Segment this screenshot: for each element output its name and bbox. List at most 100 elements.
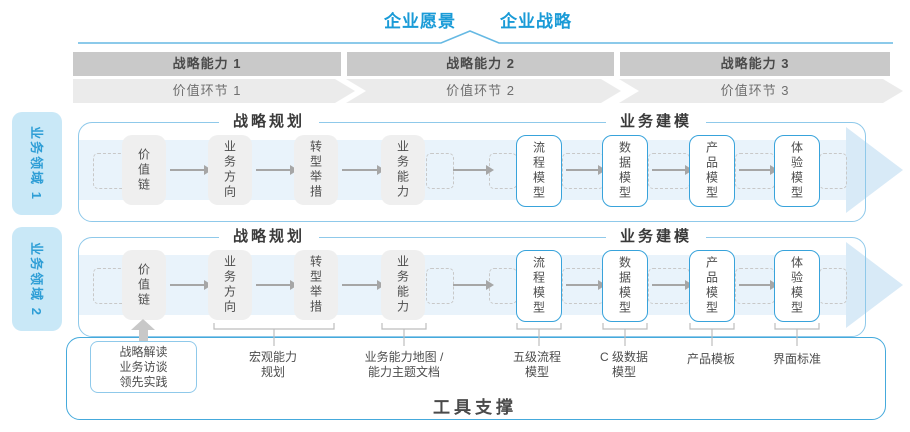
domain-label-1: 业务领域 1 — [12, 112, 62, 215]
box-value-chain: 价值链 — [122, 250, 166, 320]
arrow-icon — [256, 165, 298, 175]
callout-line: 业务能力地图 / — [364, 350, 444, 364]
box-label: 业务能力 — [395, 255, 410, 315]
arrow-icon — [652, 280, 693, 290]
box-label: 产品模型 — [704, 141, 719, 201]
box-label: 转型举措 — [308, 140, 323, 200]
ghost-box — [426, 153, 454, 189]
pointer-line — [78, 30, 893, 44]
tool-support-container — [66, 337, 886, 420]
box-label: 价值链 — [136, 147, 151, 193]
domain-1-container — [78, 122, 866, 222]
callout-line: 能力主题文档 — [367, 365, 440, 379]
brace-icon — [602, 323, 648, 346]
callout-line: 规划 — [260, 365, 285, 379]
vision-title: 企业愿景 — [384, 12, 456, 31]
arrow-icon — [342, 280, 385, 290]
arrow-icon — [453, 165, 494, 175]
callout-line: 产品模板 — [686, 352, 735, 366]
callout-line: 模型 — [524, 365, 549, 379]
box-label: 业务方向 — [222, 255, 237, 315]
tool-support-label: 工具支撑 — [433, 398, 517, 417]
arrow-icon — [453, 280, 494, 290]
box-transformation: 转型举措 — [294, 250, 338, 320]
callout-line: 五级流程 — [512, 350, 561, 364]
box-business-direction: 业务方向 — [208, 250, 252, 320]
box-label: 体验模型 — [789, 141, 804, 201]
arrow-icon — [256, 280, 298, 290]
box-label: 转型举措 — [308, 255, 323, 315]
arrow-icon — [652, 165, 693, 175]
box-label: 产品模型 — [704, 256, 719, 316]
box-product-model: 产品模型 — [689, 250, 735, 322]
arrow-icon — [566, 280, 606, 290]
callout-macro-capability: 宏观能力 规划 — [203, 350, 343, 380]
ghost-box — [735, 153, 775, 189]
planning-header-1: 战略规划 — [219, 111, 319, 133]
flow-arrow-head-icon — [846, 127, 903, 213]
value-link-2: 价值环节 2 — [446, 83, 515, 98]
capability-bar-3: 战略能力 3 — [620, 52, 890, 76]
callout-data-model: C 级数据 模型 — [554, 350, 694, 380]
strategy-title: 企业战略 — [500, 12, 572, 31]
ghost-box — [819, 153, 847, 189]
capability-bar-1: 战略能力 1 — [73, 52, 341, 76]
box-label: 数据模型 — [617, 141, 632, 201]
flow-arrow-head-icon — [846, 242, 903, 328]
box-experience-model: 体验模型 — [774, 250, 820, 322]
domain-label-2: 业务领域 2 — [12, 227, 62, 331]
brace-icon — [689, 323, 735, 346]
up-arrow-shaft — [139, 329, 148, 342]
box-label: 数据模型 — [617, 256, 632, 316]
value-link-1: 价值环节 1 — [172, 83, 242, 98]
practice-line: 领先实践 — [119, 375, 168, 389]
planning-header-2: 战略规划 — [219, 226, 319, 248]
practice-callout-box: 战略解读 业务访谈 领先实践 — [90, 341, 197, 393]
box-label: 流程模型 — [531, 141, 546, 201]
practice-line: 业务访谈 — [119, 360, 168, 374]
box-process-model: 流程模型 — [516, 250, 562, 322]
brace-icon — [516, 323, 562, 346]
ghost-box — [426, 268, 454, 304]
callout-line: 宏观能力 — [248, 350, 297, 364]
arrow-icon — [170, 165, 212, 175]
box-label: 体验模型 — [789, 256, 804, 316]
box-product-model: 产品模型 — [689, 135, 735, 207]
up-arrow-icon — [131, 319, 155, 330]
box-label: 流程模型 — [531, 256, 546, 316]
arrow-icon — [566, 165, 606, 175]
value-link-chevrons — [73, 79, 903, 103]
ghost-box — [819, 268, 847, 304]
box-label: 业务能力 — [395, 140, 410, 200]
domain-label-1-text: 业务领域 1 — [28, 126, 44, 201]
arrow-icon — [739, 280, 778, 290]
callout-ui-standard: 界面标准 — [727, 352, 867, 367]
practice-line: 战略解读 — [119, 345, 168, 359]
arrow-icon — [170, 280, 212, 290]
brace-icon — [774, 323, 820, 346]
box-business-capability: 业务能力 — [381, 135, 425, 205]
brace-icon — [213, 323, 335, 346]
box-label: 业务方向 — [222, 140, 237, 200]
callout-product-template: 产品模板 — [641, 352, 781, 367]
value-link-3: 价值环节 3 — [720, 83, 790, 98]
modeling-header-2: 业务建模 — [606, 226, 706, 248]
box-data-model: 数据模型 — [602, 250, 648, 322]
callout-line: 界面标准 — [772, 352, 821, 366]
box-business-capability: 业务能力 — [381, 250, 425, 320]
arrow-icon — [739, 165, 778, 175]
box-process-model: 流程模型 — [516, 135, 562, 207]
box-value-chain: 价值链 — [122, 135, 166, 205]
box-transformation: 转型举措 — [294, 135, 338, 205]
ghost-box — [735, 268, 775, 304]
box-business-direction: 业务方向 — [208, 135, 252, 205]
callout-capability-map: 业务能力地图 / 能力主题文档 — [334, 350, 474, 380]
box-data-model: 数据模型 — [602, 135, 648, 207]
ghost-box — [648, 153, 690, 189]
domain-label-2-text: 业务领域 2 — [28, 241, 44, 317]
capability-bar-2: 战略能力 2 — [347, 52, 614, 76]
callout-process-model: 五级流程 模型 — [467, 350, 607, 380]
callout-line: 模型 — [611, 365, 636, 379]
ghost-box — [648, 268, 690, 304]
